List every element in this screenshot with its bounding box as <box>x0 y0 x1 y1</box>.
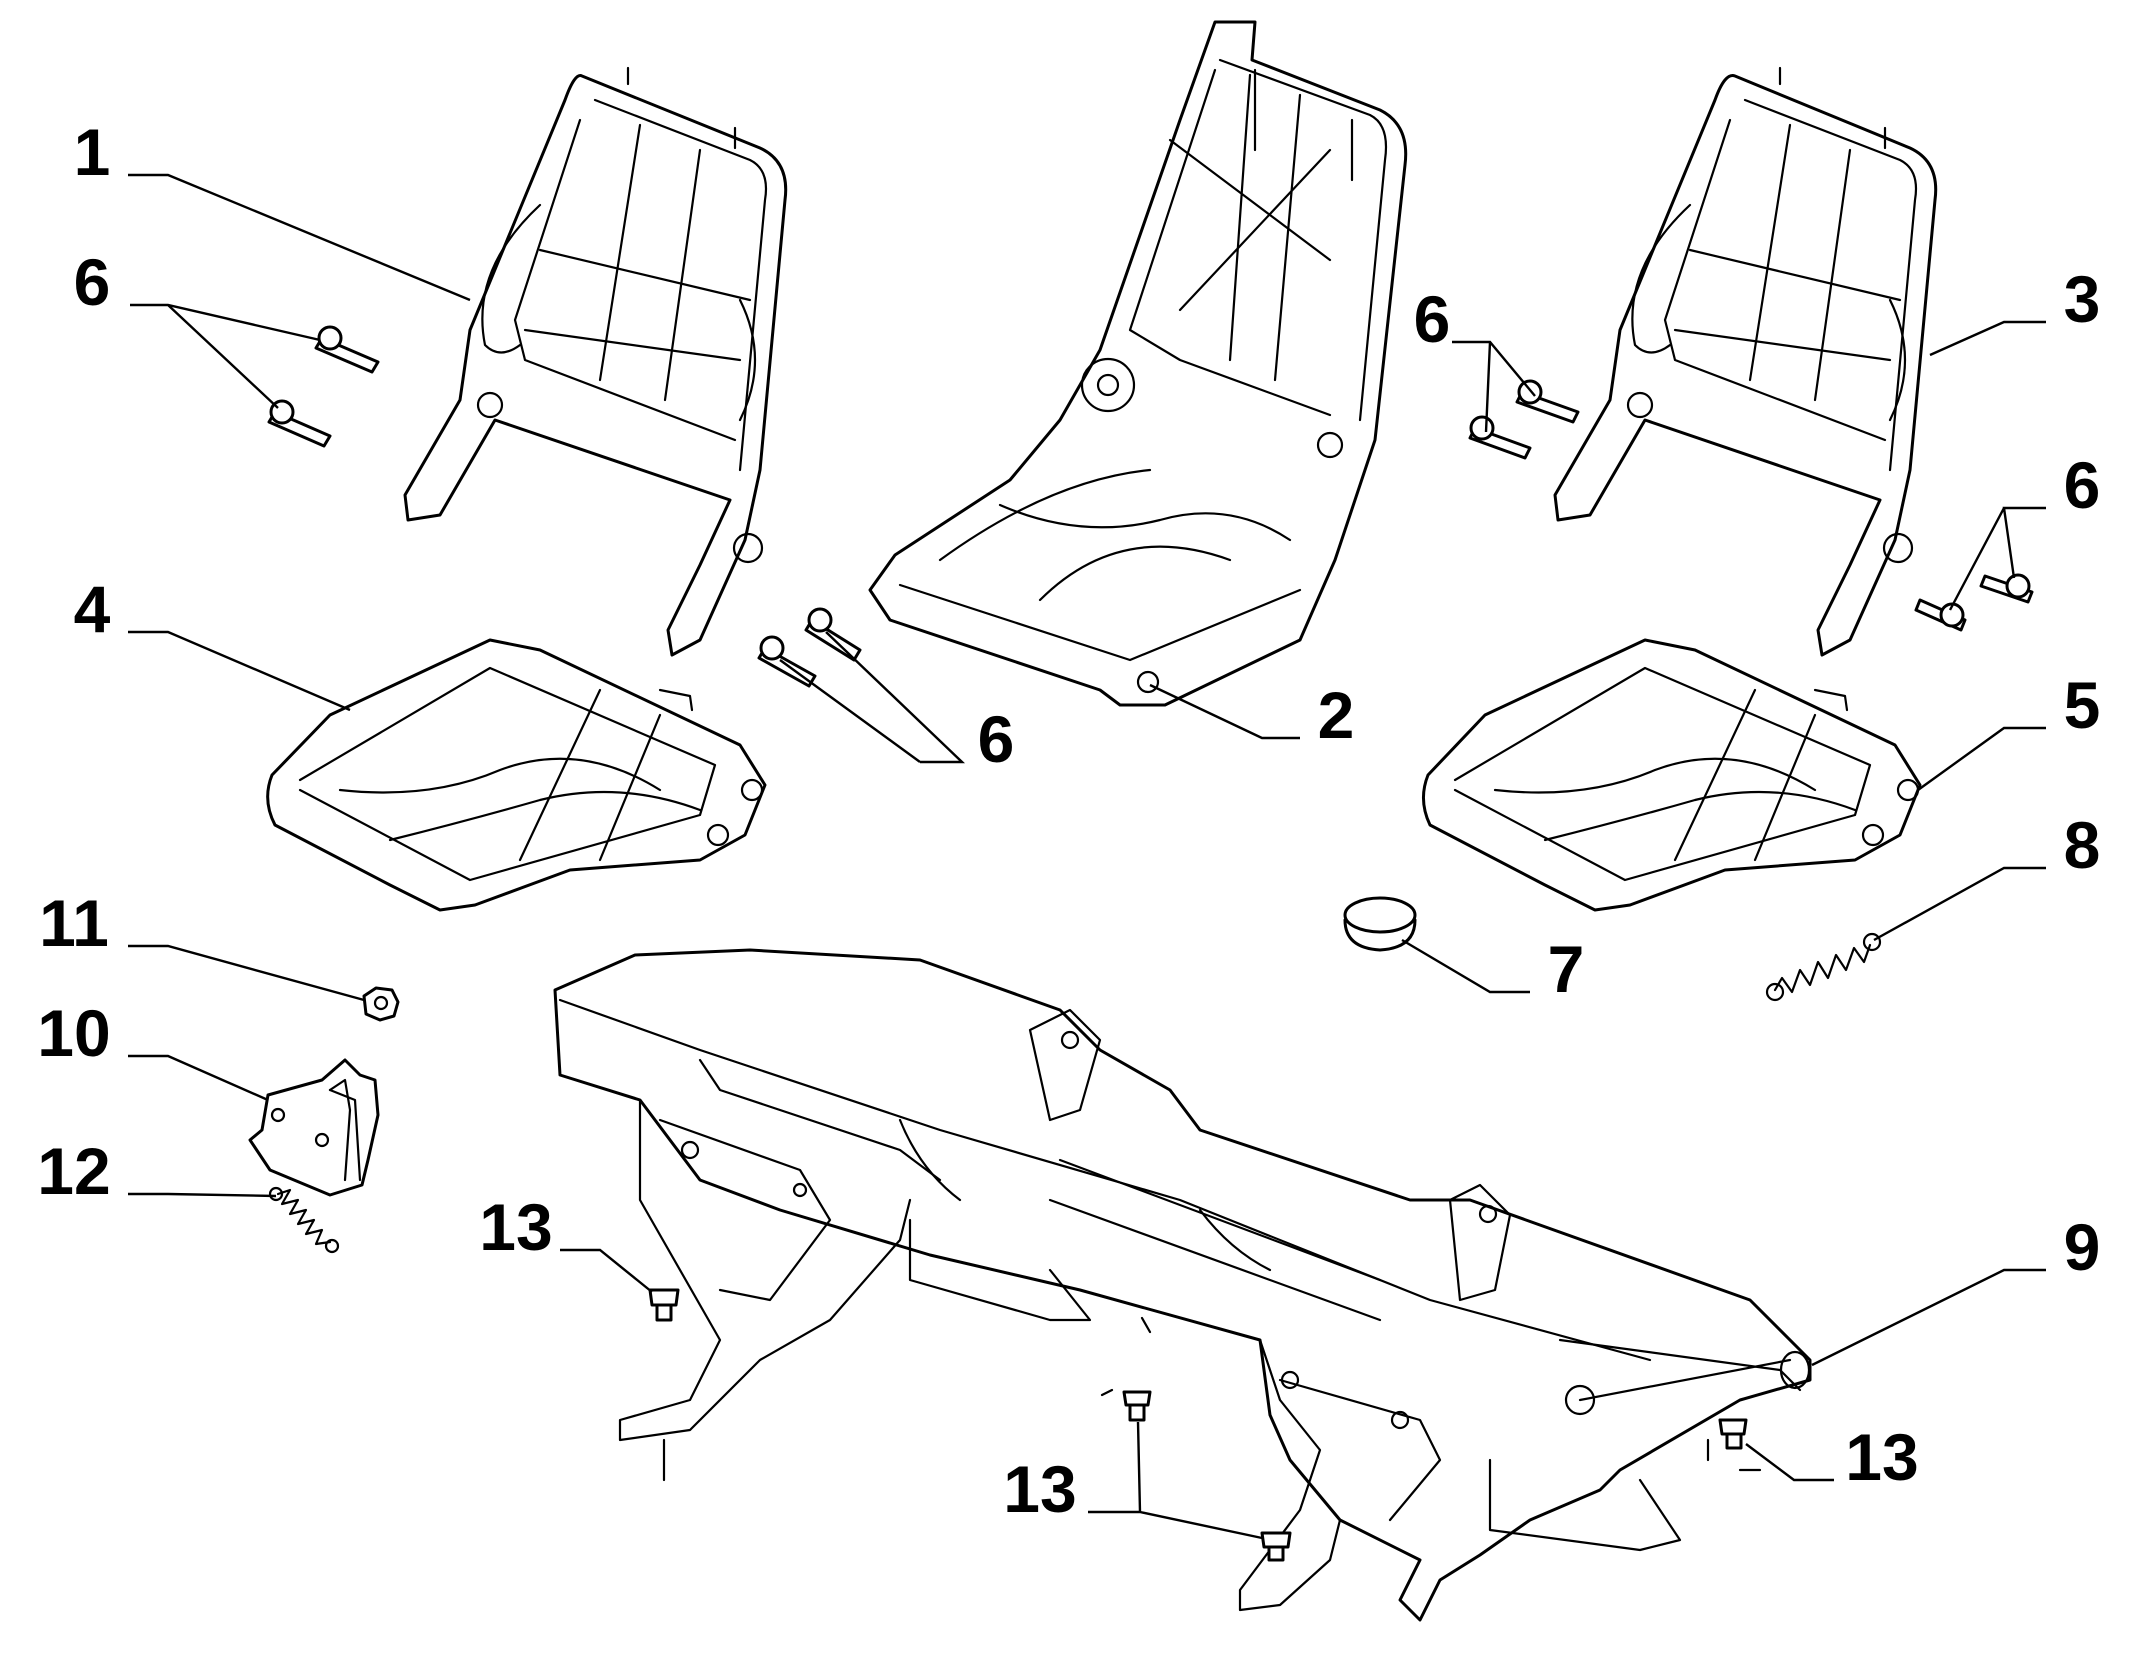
leader-13b <box>1088 1421 1263 1540</box>
mount-bolt-center-upper <box>1100 1316 1152 1422</box>
leader-2 <box>1149 683 1300 740</box>
left-seat-cushion-frame <box>266 638 767 912</box>
bolt-pair-center <box>757 607 862 688</box>
leader-13c <box>1745 1443 1834 1482</box>
right-seat-cushion-frame <box>1422 638 1922 912</box>
leader-6a <box>130 303 321 409</box>
left-seat-back-frame <box>403 66 788 657</box>
callout-6-center: 6 <box>978 702 1015 776</box>
callout-numbers: 1 2 3 4 5 6 6 6 6 7 8 9 10 11 12 13 13 1… <box>37 115 2100 1526</box>
leader-6d <box>1948 506 2046 611</box>
mount-bolt-center-lower <box>1260 1531 1292 1562</box>
bolt-pair-upper-right <box>1468 379 1580 460</box>
nut <box>362 986 400 1022</box>
leader-4 <box>128 630 351 712</box>
callout-2: 2 <box>1318 678 1355 752</box>
callout-3: 3 <box>2064 262 2101 336</box>
seat-base-frame <box>553 948 1812 1622</box>
leader-9 <box>1811 1268 2046 1367</box>
rubber-plug <box>1343 896 1417 952</box>
bolt-pair-right <box>1914 573 2034 632</box>
leader-7 <box>1401 938 1530 994</box>
center-seat-frame <box>868 20 1408 707</box>
callout-6-right: 6 <box>2064 448 2101 522</box>
leader-5 <box>1917 726 2046 791</box>
right-seat-back-frame <box>1553 66 1938 657</box>
leader-13a <box>560 1248 653 1293</box>
callout-9: 9 <box>2064 1210 2101 1284</box>
leader-lines <box>128 173 2046 1540</box>
callout-12: 12 <box>37 1134 110 1208</box>
mount-bolt-left <box>648 1288 680 1482</box>
callout-6-upper-right: 6 <box>1414 282 1451 356</box>
leader-10 <box>128 1054 269 1102</box>
callout-7: 7 <box>1548 932 1585 1006</box>
bolt-pair-upper-left <box>267 325 380 448</box>
leader-6b <box>779 631 965 764</box>
callout-8: 8 <box>2064 808 2101 882</box>
leader-3 <box>1929 320 2046 357</box>
callout-13-left: 13 <box>479 1190 552 1264</box>
callout-13-right: 13 <box>1845 1420 1918 1494</box>
callout-11: 11 <box>39 886 109 960</box>
callout-13-center: 13 <box>1003 1452 1076 1526</box>
leader-8 <box>1873 866 2046 942</box>
leader-6c <box>1452 340 1536 433</box>
callout-6-upper-left: 6 <box>74 245 111 319</box>
tension-spring-left <box>268 1186 340 1254</box>
callout-10: 10 <box>37 996 110 1070</box>
leader-1 <box>128 173 471 302</box>
leader-11 <box>128 944 365 1002</box>
latch-plate <box>248 1058 380 1197</box>
mount-bolt-right <box>1706 1418 1762 1472</box>
callout-4: 4 <box>74 572 111 646</box>
leader-12 <box>128 1192 277 1198</box>
callout-5: 5 <box>2064 668 2101 742</box>
callout-1: 1 <box>74 115 111 189</box>
tension-spring-right <box>1765 932 1882 1002</box>
